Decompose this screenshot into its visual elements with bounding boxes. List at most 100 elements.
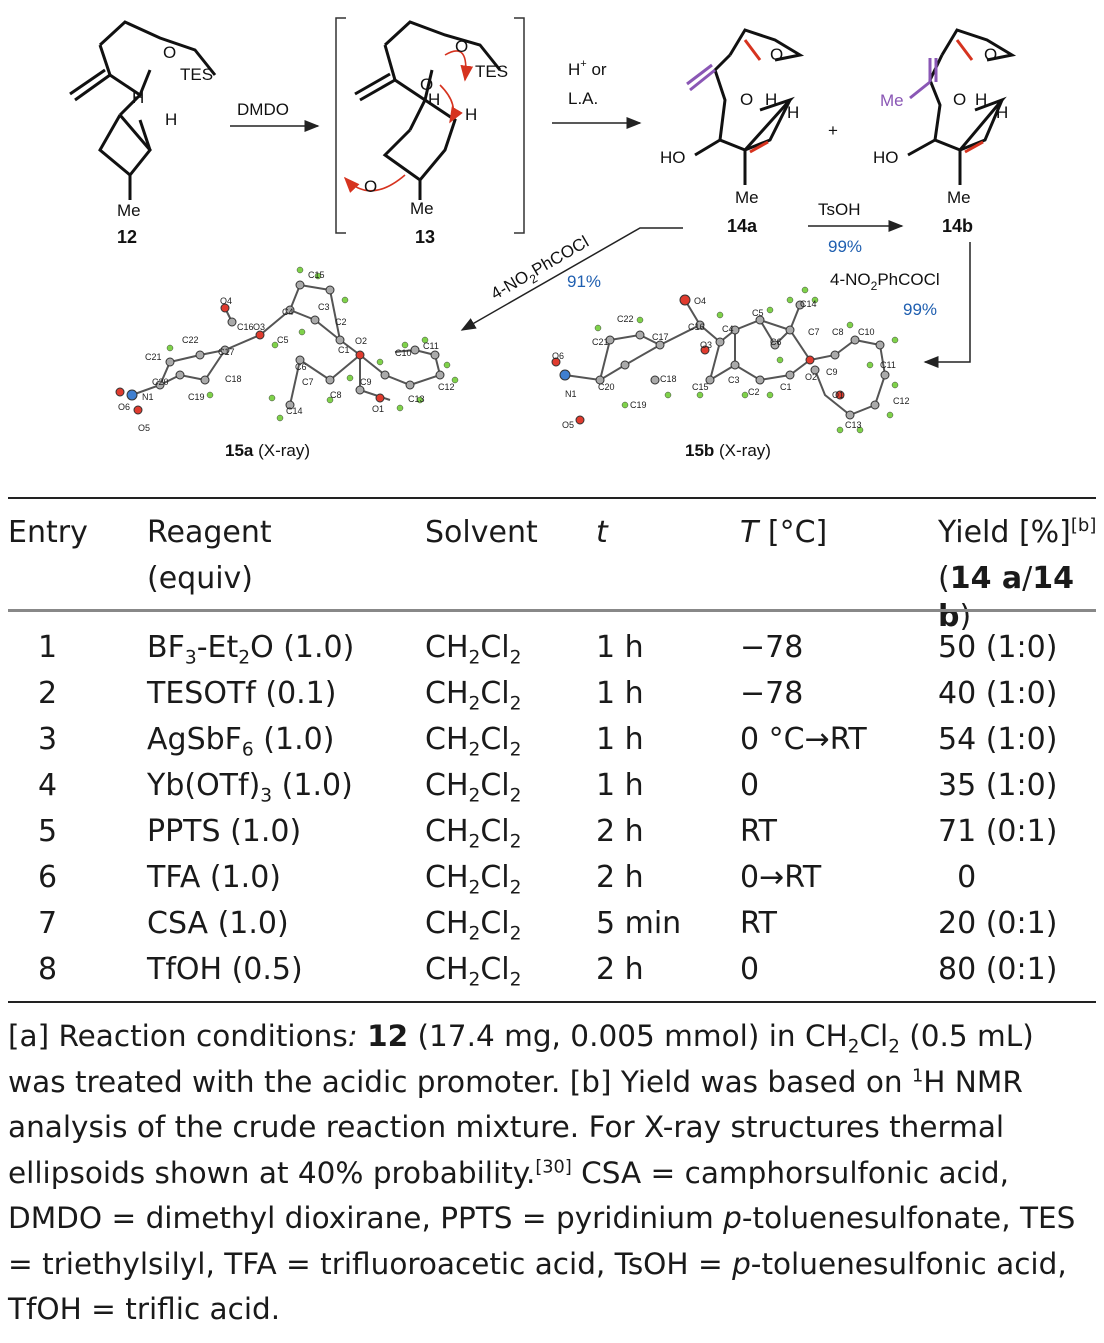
atom-me: Me (735, 188, 759, 207)
svg-text:C9: C9 (826, 367, 838, 377)
reagent-tsoh: TsOH (818, 200, 861, 219)
table-cell-reagent: PPTS (1.0) (147, 814, 302, 849)
table-cell-yield: 50 (1:0) (938, 630, 1058, 665)
atom-h: H (465, 105, 477, 124)
table-cell-reagent: TESOTf (0.1) (147, 676, 337, 711)
svg-text:C4: C4 (282, 307, 294, 317)
svg-text:C22: C22 (182, 335, 199, 345)
table-cell-temp: 0 (740, 952, 760, 987)
atom-o: O (163, 43, 176, 62)
compound-14b-structure (907, 28, 1017, 185)
table-cell-temp: RT (740, 906, 777, 941)
svg-text:C1: C1 (338, 345, 350, 355)
atom-o: O (455, 37, 468, 56)
table-cell-reagent: AgSbF6 (1.0) (147, 722, 335, 761)
svg-text:C14: C14 (286, 406, 303, 416)
svg-text:C13: C13 (408, 394, 425, 404)
table-cell-solvent: CH2Cl2 (425, 814, 522, 853)
table-cell-temp: RT (740, 814, 777, 849)
table-cell-solvent: CH2Cl2 (425, 722, 522, 761)
svg-text:C21: C21 (145, 352, 162, 362)
table-cell-solvent: CH2Cl2 (425, 952, 522, 991)
reaction-scheme: O TES H H Me 12 DMDO O O TES H H O Me 13… (69, 17, 1017, 460)
table-cell-entry: 5 (38, 814, 58, 849)
svg-text:O6: O6 (118, 402, 130, 412)
atom-h: H (787, 103, 799, 122)
svg-text:C9: C9 (360, 377, 372, 387)
atom-h: H (428, 90, 440, 109)
svg-text:O4: O4 (694, 296, 706, 306)
atom-o: O (740, 90, 753, 109)
svg-text:C8: C8 (832, 327, 844, 337)
svg-text:C18: C18 (660, 374, 677, 384)
atom-o: O (770, 45, 783, 64)
table-cell-entry: 6 (38, 860, 58, 895)
atom-me: Me (947, 188, 971, 207)
svg-text:O3: O3 (700, 340, 712, 350)
caption-15b: 15b (X-ray) (685, 441, 771, 460)
table-cell-temp: 0→RT (740, 860, 822, 895)
atom-o: O (984, 45, 997, 64)
table-cell-yield: 80 (0:1) (938, 952, 1058, 987)
header-reagent-equiv: (equiv) (147, 561, 254, 596)
svg-text:C12: C12 (438, 382, 455, 392)
plus-sign: + (828, 121, 838, 140)
table-cell-time: 2 h (596, 860, 644, 895)
svg-text:C10: C10 (858, 327, 875, 337)
atom-h: H (165, 110, 177, 129)
table-cell-time: 2 h (596, 814, 644, 849)
table-cell-time: 1 h (596, 768, 644, 803)
table-cell-reagent: TfOH (0.5) (147, 952, 303, 987)
reagent-nitrobenzoyl-a: 4-NO2PhCOCl (488, 232, 594, 307)
svg-text:C6: C6 (295, 362, 307, 372)
header-reagent: Reagent (147, 515, 272, 550)
table-cell-entry: 1 (38, 630, 58, 665)
table-cell-reagent: BF3-Et2O (1.0) (147, 630, 355, 669)
svg-text:C19: C19 (188, 392, 205, 402)
table-cell-yield: 54 (1:0) (938, 722, 1058, 757)
header-time: t (596, 515, 608, 550)
yield-tsoh: 99% (828, 237, 862, 256)
table-cell-yield: 35 (1:0) (938, 768, 1058, 803)
table-cell-yield: 20 (0:1) (938, 906, 1058, 941)
table-cell-reagent: TFA (1.0) (147, 860, 282, 895)
table-cell-temp: −78 (740, 676, 804, 711)
atom-h: H (996, 103, 1008, 122)
header-temperature: T [°C] (740, 515, 828, 550)
svg-text:C19: C19 (630, 400, 647, 410)
table-cell-reagent: Yb(OTf)3 (1.0) (147, 768, 353, 807)
reagent-nitrobenzoyl-b: 4-NO2PhCOCl (830, 270, 940, 293)
svg-text:C18: C18 (225, 374, 242, 384)
svg-text:O2: O2 (805, 372, 817, 382)
table-cell-solvent: CH2Cl2 (425, 676, 522, 715)
reagent-dmdo: DMDO (237, 100, 289, 119)
svg-text:C4: C4 (722, 324, 734, 334)
svg-text:C14: C14 (800, 299, 817, 309)
header-yield: Yield [%][b] (938, 515, 1097, 550)
atom-h: H (975, 90, 987, 109)
atom-tes: TES (180, 65, 213, 84)
atom-h: H (132, 88, 144, 107)
table-cell-time: 2 h (596, 952, 644, 987)
svg-text:C17: C17 (652, 332, 669, 342)
table-cell-entry: 2 (38, 676, 58, 711)
svg-text:C6: C6 (770, 337, 782, 347)
table-cell-time: 1 h (596, 676, 644, 711)
svg-text:C11: C11 (880, 360, 896, 370)
table-cell-temp: 0 °C→RT (740, 722, 867, 757)
table-cell-temp: 0 (740, 768, 760, 803)
svg-text:O3: O3 (253, 322, 265, 332)
yield-nitrobenzoyl-a: 91% (567, 272, 601, 291)
table-cell-time: 5 min (596, 906, 682, 941)
svg-text:C15: C15 (692, 382, 709, 392)
svg-text:C16: C16 (688, 322, 705, 332)
svg-text:C16: C16 (237, 322, 254, 332)
table-cell-time: 1 h (596, 630, 644, 665)
svg-text:N1: N1 (142, 392, 154, 402)
svg-text:C13: C13 (845, 420, 862, 430)
svg-text:C8: C8 (330, 390, 342, 400)
atom-o: O (364, 177, 377, 196)
atom-me: Me (117, 201, 141, 220)
svg-text:O4: O4 (220, 296, 232, 306)
